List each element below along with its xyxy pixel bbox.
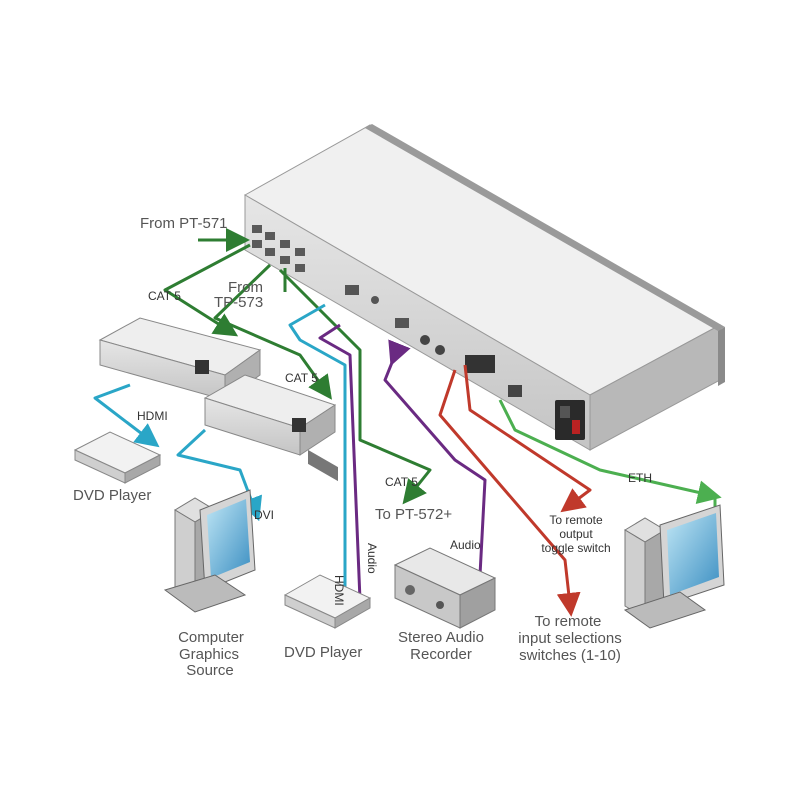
computer-eth — [623, 504, 725, 629]
label-recorder-line2: Recorder — [410, 646, 472, 663]
stereo-audio-recorder — [393, 547, 497, 629]
audio-cable-recorder — [383, 339, 487, 576]
label-remote-output-line2: output — [559, 527, 593, 541]
label-cat5-mid: CAT 5 — [285, 371, 318, 385]
receiver-box-2 — [203, 374, 337, 456]
label-remote-input-line2: input selections — [518, 630, 621, 647]
label-dvd-player-bottom: DVD Player — [284, 644, 362, 661]
label-cat5-top: CAT 5 — [148, 289, 181, 303]
label-dvi: DVI — [254, 508, 274, 522]
label-hdmi-vertical: HDMI — [332, 575, 346, 606]
receiver-box-1 — [98, 317, 262, 401]
audio-jack-2 — [420, 335, 430, 345]
label-remote-output-line3: toggle switch — [541, 541, 610, 555]
eth-cable — [498, 399, 722, 505]
label-computer-line1: Computer — [178, 629, 244, 646]
label-computer-line3: Source — [186, 662, 234, 679]
label-cat5-bottom: CAT 5 — [385, 475, 418, 489]
label-remote-input-line1: To remote — [535, 613, 602, 630]
cat5-cable-to-receiver-1 — [163, 243, 251, 337]
label-audio-recorder: Audio — [450, 538, 481, 552]
hdmi-port — [345, 285, 359, 295]
dvi-cable-computer — [176, 428, 263, 522]
label-remote-output-line1: To remote — [549, 513, 603, 527]
label-to-pt572: To PT-572+ — [375, 506, 452, 523]
label-computer-line2: Graphics — [179, 646, 239, 663]
cat5-cable-to-pt572 — [278, 268, 432, 505]
dvi-port — [308, 449, 338, 482]
cat5-cable-to-receiver-2 — [213, 263, 332, 400]
computer-graphics-source — [163, 489, 256, 613]
label-remote-input-line3: switches (1-10) — [519, 647, 621, 664]
dvd-player-bottom — [283, 574, 372, 629]
dvd-player-left — [73, 431, 162, 484]
terminal-block — [465, 355, 495, 373]
power-socket — [555, 400, 585, 440]
label-from-tp573-line1: From — [228, 279, 263, 296]
audio-jack — [371, 296, 379, 304]
label-audio-vertical: Audio — [365, 543, 379, 574]
ethernet-port — [508, 385, 522, 397]
audio-jack-3 — [435, 345, 445, 355]
label-hdmi-left: HDMI — [137, 409, 168, 423]
hdmi-port-2 — [395, 318, 409, 328]
remote-output-cable — [463, 364, 592, 513]
label-dvd-player-left: DVD Player — [73, 487, 151, 504]
label-eth: ETH — [628, 471, 652, 485]
main-switcher-unit — [243, 124, 725, 482]
hdmi-cable-main-to-dvd — [288, 303, 357, 622]
label-from-pt571: From PT-571 — [140, 215, 228, 232]
label-from-tp573-line2: TP-573 — [214, 294, 263, 311]
hdmi-cable-dvd-left — [93, 383, 160, 448]
label-recorder-line1: Stereo Audio — [398, 629, 484, 646]
rj45-port-group — [252, 225, 305, 272]
audio-cable-dvd — [318, 323, 362, 601]
remote-input-cable — [438, 369, 581, 617]
